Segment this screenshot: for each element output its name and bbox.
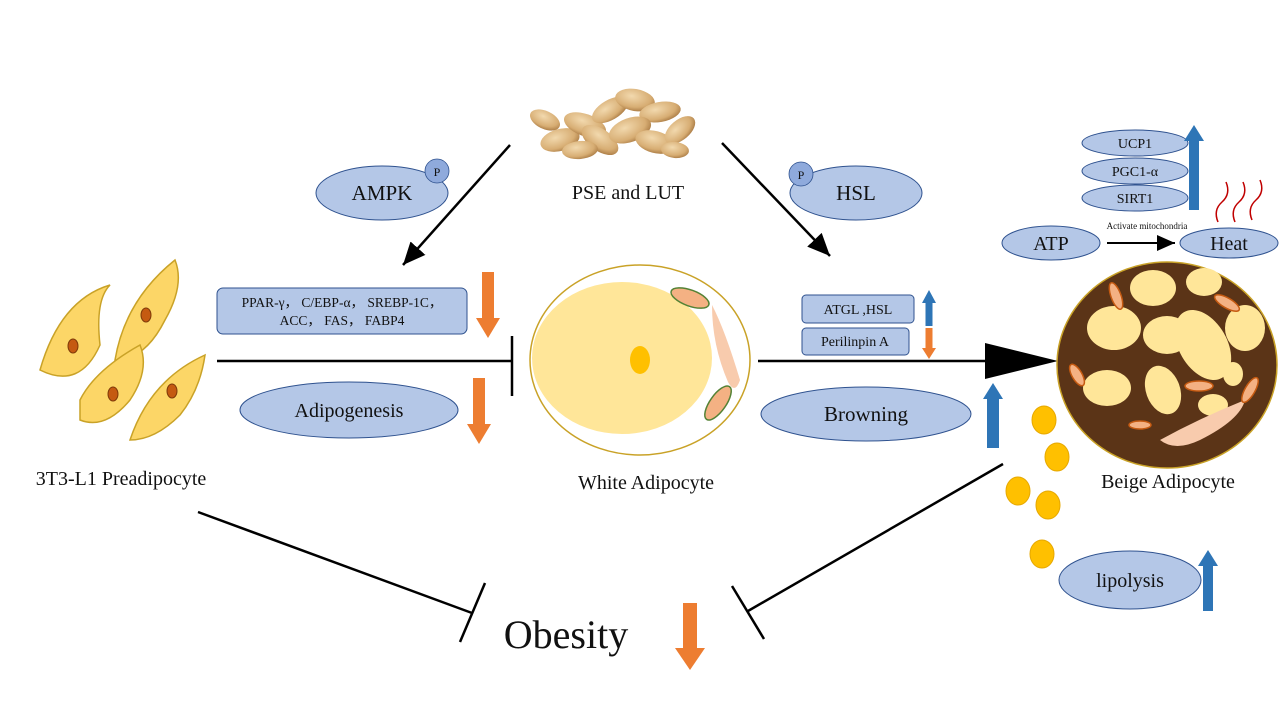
- inhibition-bar-right: [730, 585, 766, 640]
- white-adipocyte-icon: [529, 264, 751, 456]
- arrow-down-icon: [675, 603, 705, 670]
- activate-mitochondria-label: Activate mitochondria: [1107, 221, 1188, 231]
- pgc1a-node: PGC1-α: [1081, 157, 1189, 185]
- hsl-phospho-circle: [788, 161, 814, 187]
- heat-wave-icon: [1215, 179, 1263, 223]
- ampk-phospho-circle: [424, 158, 450, 184]
- obesity-label: Obesity: [504, 612, 628, 657]
- ampk-node: AMPK P: [315, 158, 450, 221]
- arrow-down-icon: [476, 272, 500, 338]
- mitochondria-icon: [1068, 281, 1259, 430]
- heat-node: Heat: [1179, 227, 1279, 259]
- heat-label: Heat: [1210, 233, 1248, 255]
- ucp1-node: UCP1: [1081, 129, 1189, 157]
- source-label: PSE and LUT: [572, 182, 684, 204]
- hsl-node: HSL P: [788, 161, 923, 221]
- inhibition-line-preadipocyte-obesity: [197, 510, 473, 615]
- arrow-down-icon: [467, 378, 491, 444]
- lipid-droplet-icon: [1005, 405, 1070, 569]
- browning-node: Browning: [760, 386, 972, 442]
- white-adipocyte-label: White Adipocyte: [578, 472, 714, 494]
- perilipin-box: Perilinpin A: [801, 327, 910, 356]
- ucp1-label: UCP1: [1118, 137, 1152, 152]
- arrow-up-icon: [983, 383, 1003, 448]
- lipolysis-node: lipolysis: [1058, 550, 1202, 610]
- arrow-up-icon: [922, 290, 936, 326]
- arrow-up-icon: [1184, 125, 1204, 210]
- sirt1-label: SIRT1: [1117, 192, 1154, 207]
- beige-adipocyte-label: Beige Adipocyte: [1101, 471, 1235, 493]
- hsl-label: HSL: [836, 181, 876, 205]
- mitochondria-icon: [670, 287, 710, 309]
- atgl-hsl-box: ATGL ,HSL: [801, 294, 915, 324]
- cell-nucleus-icon: [67, 307, 178, 402]
- pgc1a-label: PGC1-α: [1112, 165, 1159, 180]
- arrow-source-to-preadipocyte: [402, 144, 511, 266]
- ampk-phospho-label: P: [434, 165, 441, 179]
- inhibition-bar-left: [458, 582, 487, 643]
- arrow-up-icon: [1198, 550, 1218, 611]
- lipolysis-label: lipolysis: [1096, 570, 1164, 592]
- mitochondria-icon: [704, 385, 732, 421]
- peanut-pile-image: [530, 88, 696, 160]
- arrow-source-to-browning: [721, 142, 831, 257]
- spindle-cell-icon: [39, 258, 206, 441]
- sirt1-node: SIRT1: [1081, 184, 1189, 212]
- arrow-down-icon: [922, 328, 936, 359]
- atp-label: ATP: [1033, 233, 1069, 255]
- inhibition-line-beige-obesity: [747, 462, 1004, 613]
- hsl-phospho-label: P: [798, 168, 805, 182]
- atgl-hsl-label: ATGL ,HSL: [824, 303, 893, 318]
- adipogenesis-node: Adipogenesis: [239, 381, 459, 439]
- atp-node: ATP: [1001, 225, 1101, 261]
- adipogenic-markers-box: PPAR-γ， C/EBP-α， SREBP-1C， ACC， FAS， FAB…: [216, 287, 468, 335]
- beige-adipocyte-icon: [1056, 261, 1278, 469]
- preadipocyte-label: 3T3-L1 Preadipocyte: [36, 468, 207, 490]
- arrow-white-to-beige-head: [985, 343, 1058, 379]
- perilipin-label: Perilinpin A: [821, 335, 890, 350]
- adipogenesis-label: Adipogenesis: [295, 400, 404, 422]
- adipogenic-markers-line1: PPAR-γ， C/EBP-α， SREBP-1C，: [242, 295, 443, 310]
- adipogenic-markers-line2: ACC， FAS， FABP4: [280, 313, 405, 328]
- ampk-label: AMPK: [352, 181, 413, 205]
- browning-label: Browning: [824, 402, 909, 426]
